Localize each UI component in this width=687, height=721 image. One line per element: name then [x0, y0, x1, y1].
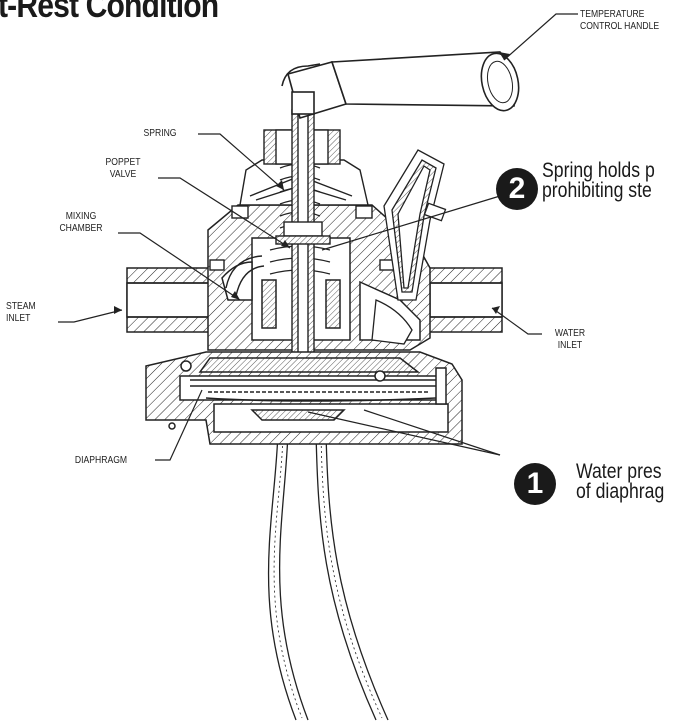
- label-temperature-control-handle: TEMPERATURE CONTROL HANDLE: [580, 8, 660, 32]
- label-spring: SPRING: [143, 127, 177, 139]
- step-1-badge: 1: [514, 463, 556, 505]
- callout-1-text: Water pres of diaphrag: [576, 460, 665, 503]
- label-mixing-chamber: MIXING CHAMBER: [59, 210, 103, 234]
- mixing-chamber-elbow: [225, 255, 265, 297]
- callout-2-text: Spring holds p prohibiting ste: [542, 159, 655, 202]
- label-water-inlet: WATER INLET: [554, 327, 586, 351]
- diaphragm-housing: [145, 351, 463, 445]
- label-steam-inlet: STEAM INLET: [6, 300, 36, 324]
- arrowheads: [114, 52, 510, 314]
- label-poppet-valve: POPPET VALVE: [105, 156, 141, 180]
- label-diaphragm: DIAPHRAGM: [74, 454, 128, 466]
- water-valve-assembly: [371, 149, 447, 345]
- water-inlet-pipe: [421, 267, 503, 333]
- temperature-control-handle: [281, 51, 520, 120]
- step-2-badge: 2: [496, 168, 538, 210]
- leader-lines: [58, 13, 578, 461]
- valve-stem: [275, 109, 331, 401]
- page-title: t-Rest Condition: [0, 0, 219, 25]
- hoses: [267, 431, 389, 721]
